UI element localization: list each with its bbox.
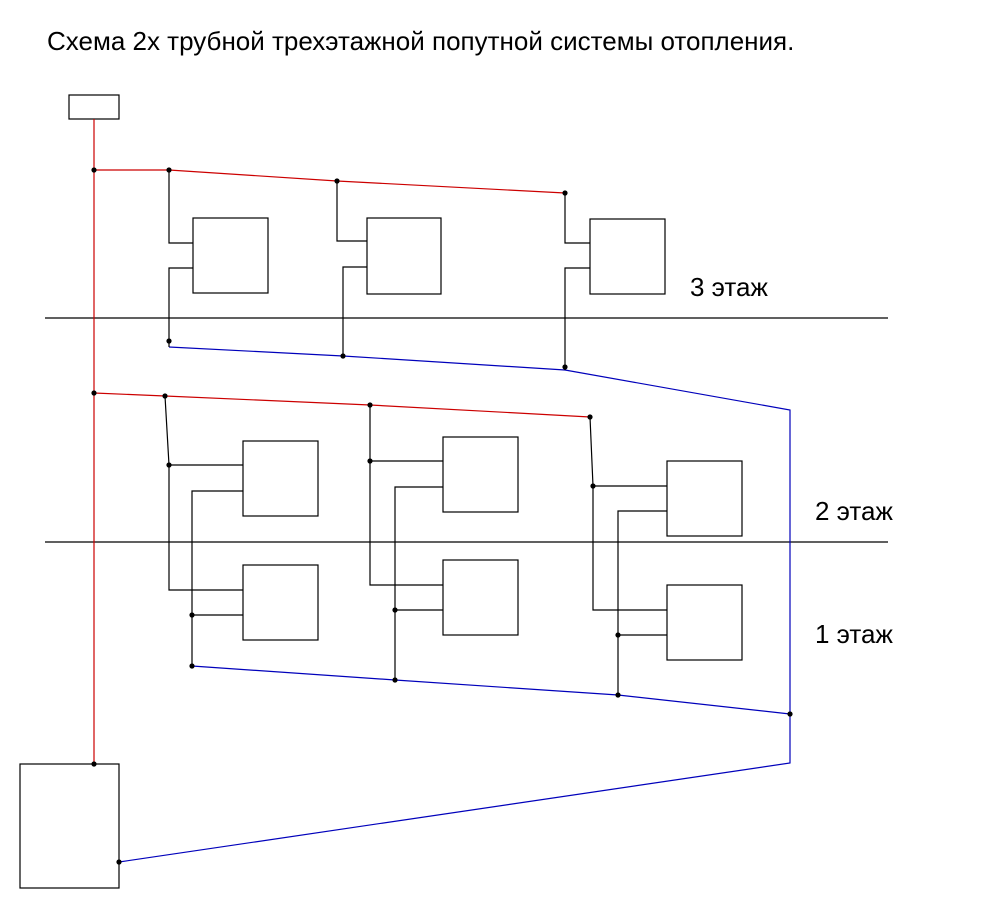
junction-dot	[562, 364, 568, 370]
return-riser-1	[191, 490, 243, 666]
junction-dot	[91, 390, 97, 396]
floor-label-1: 1 этаж	[815, 619, 893, 649]
radiator-1-2	[442, 559, 519, 636]
junction-dot	[562, 190, 568, 196]
junction-dot	[615, 692, 621, 698]
radiator-3-3	[589, 218, 666, 295]
junction-dot	[340, 353, 346, 359]
junction-dot	[166, 462, 172, 468]
supply-riser-2	[369, 405, 443, 586]
radiator-2-2	[442, 436, 519, 513]
supply-riser-3	[589, 416, 667, 611]
radiator-3-2	[366, 217, 442, 295]
return-pipe-floors-1-2	[191, 665, 791, 715]
supply-pipe-floor-2	[93, 392, 591, 418]
junction-dot	[787, 711, 793, 717]
junction-dot	[91, 167, 97, 173]
connection-supply-3-3	[564, 193, 590, 244]
boiler	[19, 763, 120, 889]
supply-riser-1	[164, 395, 243, 591]
radiator-1-3	[666, 584, 743, 661]
junction-dot	[587, 414, 593, 420]
junction-dot	[166, 338, 172, 344]
radiator-1-1	[242, 564, 319, 641]
return-riser-2	[394, 486, 443, 680]
connection-return-3-2	[342, 266, 367, 356]
radiator-3-1	[192, 217, 269, 294]
junction-dot	[615, 632, 621, 638]
connection-return-3-3	[564, 267, 590, 370]
junction-dot	[91, 761, 97, 767]
junction-dot	[367, 402, 373, 408]
junction-dot	[116, 859, 122, 865]
junction-dot	[189, 612, 195, 618]
connection-return-3-1	[168, 267, 193, 347]
radiator-2-3	[666, 460, 743, 537]
connection-supply-3-1	[168, 170, 193, 244]
floor-label-3: 3 этаж	[690, 272, 768, 302]
junction-points	[91, 167, 793, 865]
return-riser-3	[617, 510, 667, 695]
junction-dot	[367, 458, 373, 464]
connection-supply-3-2	[336, 181, 367, 242]
junction-dot	[189, 663, 195, 669]
junction-dot	[166, 167, 172, 173]
junction-dot	[334, 178, 340, 184]
floor-label-2: 2 этаж	[815, 496, 893, 526]
junction-dot	[590, 483, 596, 489]
return-main-pipe	[118, 346, 791, 863]
diagram-title: Схема 2х трубной трехэтажной попутной си…	[47, 26, 794, 56]
radiator-2-1	[242, 440, 319, 517]
junction-dot	[392, 677, 398, 683]
supply-pipe-floor-3	[94, 169, 566, 194]
expansion-tank	[68, 94, 120, 120]
junction-dot	[162, 393, 168, 399]
junction-dot	[392, 607, 398, 613]
